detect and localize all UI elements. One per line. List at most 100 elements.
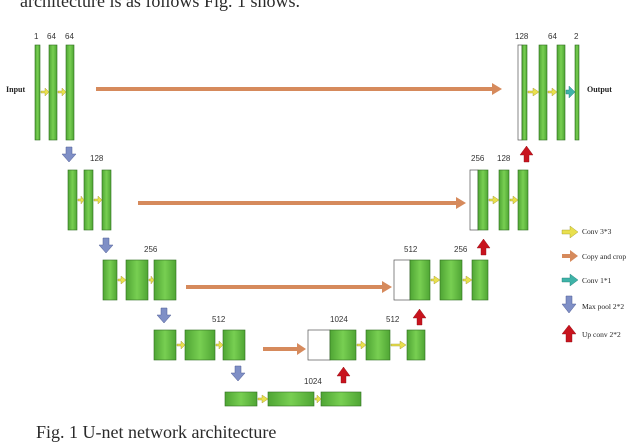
copy-arrow-level3	[186, 281, 392, 293]
feature-block	[329, 329, 357, 361]
dec-level4: 1024 512	[307, 315, 426, 361]
feature-block	[320, 391, 362, 407]
feature-block	[471, 259, 489, 301]
conv-arrow	[390, 340, 407, 350]
conv-arrow	[462, 275, 473, 285]
channel-label: 256	[454, 245, 468, 254]
channel-label: 2	[574, 32, 579, 41]
channel-label: 1024	[330, 315, 348, 324]
feature-block	[65, 44, 75, 141]
feature-block	[83, 169, 94, 231]
conv-arrow	[314, 394, 322, 404]
channel-label: 512	[386, 315, 400, 324]
copy-arrow-level1	[96, 83, 502, 95]
upconv-arrow	[476, 238, 491, 256]
conv-arrow	[509, 195, 519, 205]
legend-label: Max pool 2*2	[582, 302, 624, 311]
conv-arrow	[148, 275, 155, 285]
copy-crop-arrows	[96, 83, 502, 355]
channel-label: 256	[144, 245, 158, 254]
conv-arrow	[257, 394, 269, 404]
maxpool-arrow	[156, 307, 172, 324]
maxpool-arrow	[230, 365, 246, 382]
copied-block	[517, 44, 523, 141]
conv-arrow	[57, 87, 67, 97]
copied-block	[393, 259, 411, 301]
channel-label: 1	[34, 32, 39, 41]
output-label: Output	[587, 85, 612, 94]
legend-label: Conv 1*1	[582, 276, 612, 285]
feature-block	[222, 329, 246, 361]
maxpool-arrows	[61, 146, 246, 382]
feature-block	[498, 169, 510, 231]
legend-item-conv: Conv 3*3	[561, 225, 612, 239]
conv-arrow	[117, 275, 127, 285]
legend-item-conv1: Conv 1*1	[561, 273, 612, 287]
bottleneck: 1024	[224, 377, 362, 407]
dec-level2: 256 128	[469, 154, 529, 231]
feature-block	[365, 329, 391, 361]
dec-level1: 128 64 2 Output	[515, 32, 612, 141]
enc-level1: 1 64 64 Input	[6, 32, 75, 141]
channel-label: 128	[497, 154, 511, 163]
legend-label: Copy and crop	[582, 252, 626, 261]
conv-arrow	[488, 195, 500, 205]
feature-block	[556, 44, 566, 141]
channel-label: 512	[212, 315, 226, 324]
figure-caption: Fig. 1 U-net network architecture	[36, 422, 277, 442]
copied-block	[469, 169, 479, 231]
feature-block	[409, 259, 431, 301]
maxpool-arrow	[98, 237, 114, 254]
feature-block	[34, 44, 41, 141]
channel-label: 1024	[304, 377, 322, 386]
conv1-arrow	[565, 85, 576, 99]
output-block	[574, 44, 580, 141]
legend-item-copy: Copy and crop	[562, 250, 626, 262]
legend-label: Up conv 2*2	[582, 330, 621, 339]
header-text: architecture is as follows Fig. 1 shows.	[20, 0, 300, 11]
legend-item-maxpool: Max pool 2*2	[561, 295, 624, 314]
feature-block	[102, 259, 118, 301]
upconv-arrow	[412, 308, 427, 326]
feature-block	[153, 329, 177, 361]
channel-label: 64	[65, 32, 74, 41]
feature-block	[67, 169, 78, 231]
feature-block	[406, 329, 426, 361]
feature-block	[267, 391, 315, 407]
upconv-arrows	[336, 145, 534, 384]
feature-block	[125, 259, 149, 301]
enc-level3: 256	[102, 245, 177, 301]
feature-block	[517, 169, 529, 231]
conv-arrow	[215, 340, 224, 350]
legend: Conv 3*3 Copy and crop Conv 1*1 Max pool…	[561, 225, 626, 343]
copy-arrow-level4	[263, 343, 306, 355]
feature-block	[224, 391, 258, 407]
feature-block	[439, 259, 463, 301]
conv-arrow	[527, 87, 540, 97]
dec-level3: 512 256	[393, 245, 489, 301]
upconv-arrow	[519, 145, 534, 163]
channel-label: 256	[471, 154, 485, 163]
channel-label: 512	[404, 245, 418, 254]
copied-block	[307, 329, 331, 361]
channel-label: 64	[47, 32, 56, 41]
conv-arrows	[40, 87, 558, 404]
feature-block	[184, 329, 216, 361]
input-label: Input	[6, 85, 25, 94]
conv-arrow	[176, 340, 186, 350]
conv-arrow	[93, 195, 103, 205]
channel-label: 128	[90, 154, 104, 163]
channel-label: 64	[548, 32, 557, 41]
conv-arrow	[430, 275, 441, 285]
legend-item-upconv: Up conv 2*2	[561, 324, 621, 343]
feature-block	[48, 44, 58, 141]
feature-block	[477, 169, 489, 231]
conv-arrow	[547, 87, 558, 97]
conv-arrow	[356, 340, 367, 350]
maxpool-arrow	[61, 146, 77, 163]
enc-level4: 512	[153, 315, 246, 361]
conv-arrow	[77, 195, 85, 205]
feature-block	[538, 44, 548, 141]
conv-arrow	[40, 87, 50, 97]
upconv-arrow	[336, 366, 351, 384]
